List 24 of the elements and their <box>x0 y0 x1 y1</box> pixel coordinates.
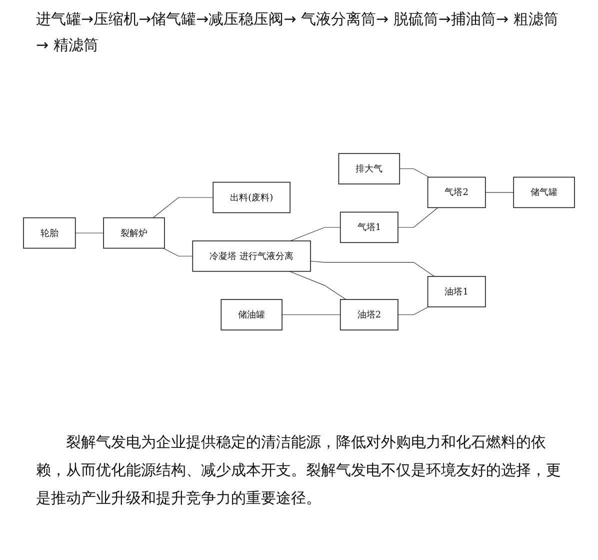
node-box: 出料(废料) <box>212 182 290 214</box>
connector <box>163 248 193 257</box>
connector <box>398 306 429 316</box>
connector <box>310 261 435 277</box>
connector <box>399 168 430 178</box>
connector <box>485 192 514 193</box>
node-box: 储气罐 <box>513 177 575 208</box>
node-box: 储油罐 <box>220 299 282 331</box>
node-box: 油塔1 <box>427 276 486 308</box>
connector <box>289 271 346 300</box>
connector <box>75 232 104 234</box>
node-box: 气塔1 <box>340 212 398 244</box>
connector <box>290 227 341 242</box>
node-box: 气塔2 <box>427 177 486 208</box>
heading: 进气罐→压缩机→储气罐→减压稳压阀→ 气液分离筒→ 脱硫筒→捕油筒→ 粗滤筒→ 精滤筒 <box>36 9 560 56</box>
connector <box>282 314 341 316</box>
connector <box>398 208 438 228</box>
caption: 裂解气发电为企业提供稳定的清洁能源，降低对外购电力和化石燃料的依赖，从而优化能源结构、减少成本开支。裂解气发电不仅是环境友好的选择，更是推动产业升级和提升竞争力的重要途径。 <box>36 432 562 509</box>
node-box: 轮胎 <box>23 218 76 249</box>
node-box: 排大气 <box>338 153 400 185</box>
node-box: 油塔2 <box>340 299 398 331</box>
node-box: 冷凝塔 进行气液分离 <box>192 240 311 272</box>
connector <box>152 197 214 218</box>
node-box: 裂解炉 <box>103 218 165 249</box>
